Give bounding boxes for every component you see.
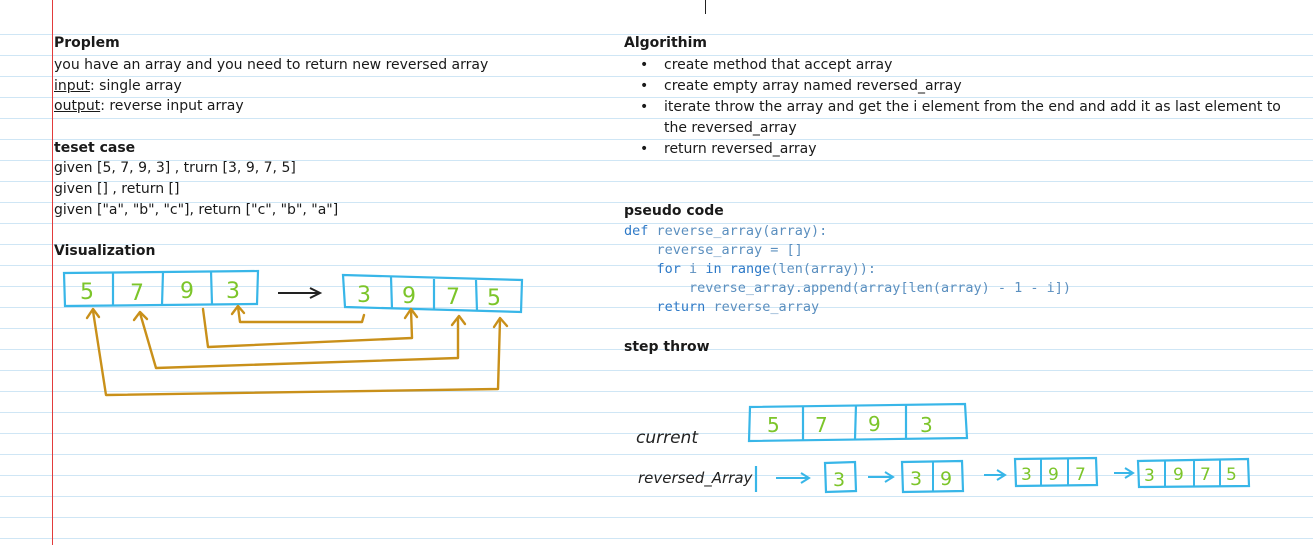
output-digit: 9 — [402, 284, 416, 309]
top-tick — [705, 0, 706, 14]
testcase-heading: teset case — [54, 140, 136, 156]
input-digit: 3 — [226, 279, 240, 304]
output-array-box — [341, 273, 524, 314]
algorithm-step: iterate throw the array and get the i el… — [624, 97, 1304, 139]
reversed-row: reversed_Array 3 3 9 3 9 7 — [638, 456, 1251, 494]
mapping-arrow — [91, 309, 502, 397]
current-digit: 5 — [767, 413, 780, 437]
svg-text:3: 3 — [910, 468, 922, 490]
current-array-box — [747, 402, 969, 443]
code-line-3: for i in range(len(array)): — [656, 261, 877, 277]
problem-heading: Proplem — [54, 35, 120, 51]
algorithm-heading: Algorithim — [624, 35, 708, 51]
output-array-drawing: 3 9 7 5 — [341, 273, 524, 314]
testcase-line-1: given [5, 7, 9, 3] , trurn [3, 9, 7, 5] — [54, 160, 296, 176]
visualization-heading: Visualization — [54, 243, 156, 259]
output-line: output: reverse input array — [54, 96, 244, 117]
current-digit: 9 — [868, 412, 881, 436]
input-array-drawing: 5 7 9 3 — [62, 269, 260, 308]
svg-text:3: 3 — [1144, 466, 1155, 486]
mapping-arrow — [138, 311, 460, 370]
input-digit: 9 — [180, 279, 194, 304]
svg-text:9: 9 — [940, 468, 952, 490]
current-digit: 7 — [815, 413, 828, 437]
output-digit: 3 — [357, 283, 371, 308]
svg-text:3: 3 — [1021, 465, 1032, 485]
output-label: output — [54, 98, 101, 114]
svg-text:7: 7 — [1200, 465, 1211, 485]
input-divider — [160, 271, 165, 306]
algorithm-step: create method that accept array — [624, 55, 1304, 76]
pseudo-code-block: def reverse_array(array): reverse_array … — [624, 222, 1071, 317]
svg-text:9: 9 — [1173, 465, 1184, 485]
step-throw-heading: step throw — [624, 339, 710, 355]
current-row: current 5 7 9 3 — [636, 402, 969, 448]
output-divider — [474, 279, 479, 312]
output-text: : reverse input array — [100, 98, 244, 114]
transform-arrow — [278, 287, 323, 299]
reversed-state-1 — [823, 460, 858, 494]
output-divider — [389, 276, 394, 310]
margin-line — [52, 0, 53, 545]
current-digit: 3 — [920, 413, 933, 437]
input-label: input — [54, 78, 91, 94]
algorithm-step: return reversed_array — [624, 139, 1304, 160]
mapping-arrow — [201, 307, 414, 349]
current-label: current — [636, 428, 699, 448]
code-line-2: reverse_array = [] — [656, 242, 803, 258]
mapping-arrow — [236, 305, 366, 324]
svg-text:7: 7 — [1075, 465, 1086, 485]
testcase-line-2: given [] , return [] — [54, 181, 180, 197]
reversed-state-4 — [1136, 457, 1251, 489]
input-array-box — [62, 269, 260, 308]
svg-text:5: 5 — [1226, 465, 1237, 485]
svg-text:3: 3 — [833, 469, 845, 491]
reversed-state-2 — [900, 459, 965, 494]
mapping-arrows — [85, 304, 509, 397]
output-digit: 5 — [487, 286, 501, 311]
algorithm-steps: create method that accept array create e… — [624, 55, 1304, 160]
output-digit: 7 — [446, 285, 460, 310]
code-line-1: def reverse_array(array): — [624, 223, 828, 239]
testcase-line-3: given ["a", "b", "c"], return ["c", "b",… — [54, 202, 339, 218]
input-digit: 7 — [130, 281, 144, 306]
input-divider — [209, 270, 214, 305]
svg-text:9: 9 — [1048, 465, 1059, 485]
input-text: : single array — [90, 78, 182, 94]
code-line-4: reverse_array.append(array[len(array) - … — [689, 280, 1072, 296]
pseudo-heading: pseudo code — [624, 203, 724, 219]
problem-description: you have an array and you need to return… — [54, 57, 489, 73]
code-line-5: return reverse_array — [656, 299, 820, 315]
algorithm-step: create empty array named reversed_array — [624, 76, 1304, 97]
input-line: input: single array — [54, 76, 182, 97]
input-digit: 5 — [80, 280, 94, 305]
reversed-label: reversed_Array — [638, 469, 754, 488]
